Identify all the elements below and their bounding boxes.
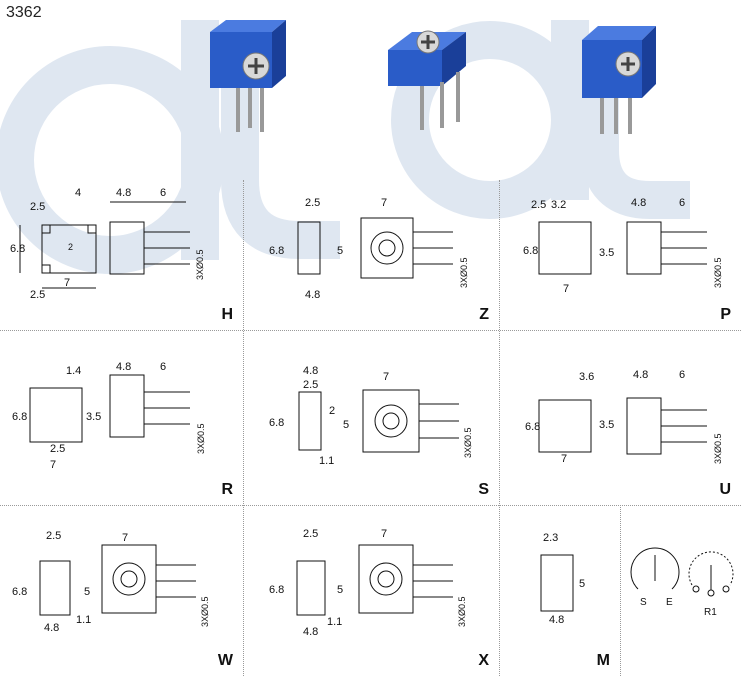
dim-z-a: 2.5 — [305, 197, 320, 209]
dim-h-c: 4.8 — [116, 187, 131, 199]
dim-u-e: 6.8 — [525, 421, 540, 433]
dim-u-c: 4.8 — [633, 369, 648, 381]
divider — [0, 505, 741, 506]
dim-h-e: 6.8 — [10, 243, 25, 255]
variant-x-label: X — [478, 652, 489, 669]
dim-m-h: 5 — [579, 578, 585, 590]
variant-u-drawing: 3.6 4.8 6 6.8 3.5 7 3XØ0.5 U — [499, 330, 741, 505]
pin-label: 2 — [68, 242, 73, 252]
variant-w-drawing: 2.5 7 6.8 5 4.8 1.1 3XØ0.5 W — [0, 505, 243, 676]
dim-u-pins: 3XØ0.5 — [713, 433, 723, 464]
dim-w-h: 5 — [84, 586, 90, 598]
dim-h-pins: 3XØ0.5 — [195, 249, 205, 280]
dim-u-f: 7 — [561, 453, 567, 465]
dim-w-c: 4.8 — [44, 622, 59, 634]
dim-p-e: 6.8 — [523, 245, 538, 257]
schematic-e-label: E — [666, 597, 673, 608]
variant-h-drawing: 2.5 4 4.8 6 6.8 7 2.5 3XØ0.5 2 H — [0, 180, 243, 330]
dim-r-h: 2.5 — [50, 443, 65, 455]
variant-u-label: U — [719, 481, 731, 498]
dim-z-b: 7 — [381, 197, 387, 209]
variant-m-label: M — [596, 652, 610, 669]
variant-h-label: H — [221, 306, 233, 323]
divider — [499, 180, 500, 676]
dim-s-b: 7 — [383, 371, 389, 383]
dim-r-pins: 3XØ0.5 — [196, 423, 206, 454]
dim-w-j: 1.1 — [76, 614, 91, 626]
dim-z-e: 6.8 — [269, 245, 284, 257]
dim-w-b: 7 — [122, 532, 128, 544]
dim-r-f: 7 — [50, 459, 56, 471]
dim-x-e: 6.8 — [269, 584, 284, 596]
dim-p-b: 3.2 — [551, 199, 566, 211]
dim-s-pins: 3XØ0.5 — [463, 427, 473, 458]
dim-r-c: 4.8 — [116, 361, 131, 373]
dim-s-a: 2.5 — [303, 379, 318, 391]
schematic: S E R1 — [620, 505, 741, 676]
photo-variant-z — [388, 30, 466, 130]
variant-s-label: S — [478, 481, 489, 498]
dim-r-g: 3.5 — [86, 411, 101, 423]
dim-r-e: 6.8 — [12, 411, 27, 423]
dim-p-f: 7 — [563, 283, 569, 295]
divider — [243, 180, 244, 676]
dim-z-h: 5 — [337, 245, 343, 257]
dim-w-e: 6.8 — [12, 586, 27, 598]
dim-s-c: 4.8 — [303, 365, 318, 377]
variant-m-drawing: 2.3 5 4.8 M — [499, 505, 620, 676]
variant-r-label: R — [221, 481, 233, 498]
dim-u-g: 3.5 — [599, 419, 614, 431]
variant-s-drawing: 4.8 2.5 7 6.8 2 5 1.1 3XØ0.5 S — [243, 330, 499, 505]
schematic-s-label: S — [640, 597, 647, 608]
variant-z-label: Z — [479, 306, 489, 323]
dim-p-d: 6 — [679, 197, 685, 209]
dim-h-g: 2.5 — [30, 289, 45, 301]
dim-p-a: 2.5 — [531, 199, 546, 211]
dim-s-h: 2 — [329, 405, 335, 417]
divider — [620, 505, 621, 676]
product-photos — [210, 20, 656, 134]
dim-r-d: 6 — [160, 361, 166, 373]
dim-p-c: 4.8 — [631, 197, 646, 209]
dim-m-c: 4.8 — [549, 614, 564, 626]
variant-p-label: P — [720, 306, 731, 323]
dim-x-h: 5 — [337, 584, 343, 596]
dim-m-a: 2.3 — [543, 532, 558, 544]
dim-z-c: 4.8 — [305, 289, 320, 301]
part-code: 3362 — [6, 4, 42, 21]
variant-r-drawing: 1.4 4.8 6 6.8 3.5 2.5 7 3XØ0.5 R — [0, 330, 243, 505]
divider — [0, 330, 741, 331]
dim-h-b: 4 — [75, 187, 81, 199]
dim-s-j: 1.1 — [319, 455, 334, 467]
dim-r-a: 1.4 — [66, 365, 81, 377]
dim-w-a: 2.5 — [46, 530, 61, 542]
schematic-r-label: R1 — [704, 607, 717, 618]
variant-z-drawing: 2.5 7 6.8 5 4.8 3XØ0.5 Z — [243, 180, 499, 330]
dim-x-j: 1.1 — [327, 616, 342, 628]
dim-u-a: 3.6 — [579, 371, 594, 383]
variant-w-label: W — [217, 652, 233, 669]
dim-z-pins: 3XØ0.5 — [459, 257, 469, 288]
dim-h-a: 2.5 — [30, 201, 45, 213]
dim-s-e: 6.8 — [269, 417, 284, 429]
dim-x-c: 4.8 — [303, 626, 318, 638]
dim-x-b: 7 — [381, 528, 387, 540]
dim-h-d: 6 — [160, 187, 166, 199]
dim-u-d: 6 — [679, 369, 685, 381]
dim-p-pins: 3XØ0.5 — [713, 257, 723, 288]
dim-x-pins: 3XØ0.5 — [457, 596, 467, 627]
dim-x-a: 2.5 — [303, 528, 318, 540]
dim-w-pins: 3XØ0.5 — [200, 596, 210, 627]
photo-variant-p — [582, 26, 656, 134]
dim-s-i: 5 — [343, 419, 349, 431]
photo-variant-h — [210, 20, 286, 132]
variant-p-drawing: 2.5 3.2 4.8 6 6.8 7 3.5 3XØ0.5 P — [499, 180, 741, 330]
dim-h-f: 7 — [64, 277, 70, 289]
variant-x-drawing: 2.5 7 6.8 5 4.8 1.1 3XØ0.5 X — [243, 505, 499, 676]
dim-p-g: 3.5 — [599, 247, 614, 259]
